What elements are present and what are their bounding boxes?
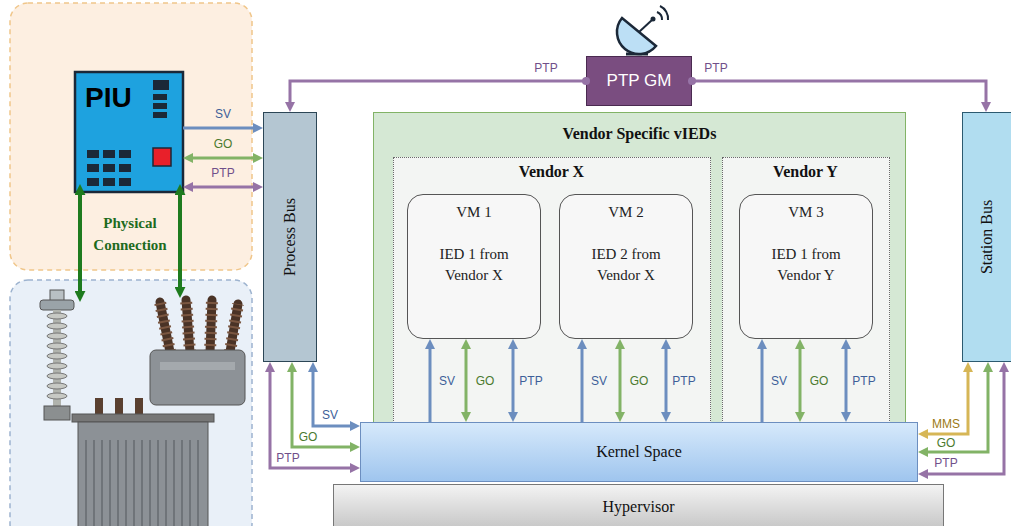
connector-arrow <box>927 371 988 452</box>
connection-label: Physical Connection <box>88 212 172 256</box>
node-title: Process Bus <box>281 198 299 276</box>
satellite-dish <box>617 6 668 54</box>
node-title: PTP GM <box>607 71 672 91</box>
connector-arrow <box>581 348 584 422</box>
node-title: Station Bus <box>978 200 996 274</box>
signal-label: MMS <box>932 417 960 431</box>
signal-label: SV <box>591 374 607 388</box>
node-body: IED 1 from Vendor X <box>424 221 524 338</box>
kernel-layer: Kernel Space <box>360 422 918 482</box>
signal-label: GO <box>937 436 956 450</box>
node-body: IED 1 from Vendor Y <box>756 221 856 338</box>
piu-device: PIU <box>75 72 183 192</box>
node-title: VM 3 <box>788 204 823 221</box>
signal-label: GO <box>810 374 829 388</box>
transformer-symbol <box>72 398 214 526</box>
node-title: Kernel Space <box>596 443 682 461</box>
insulator-symbol <box>40 290 74 420</box>
connector-arrow <box>665 348 668 413</box>
connector-arrow <box>192 157 254 160</box>
signal-label: GO <box>214 137 233 151</box>
connector-arrow <box>619 348 622 413</box>
connector-arrow <box>845 348 848 413</box>
signal-label: SV <box>439 374 455 388</box>
node-title: PIU <box>85 82 132 114</box>
node-body: IED 2 from Vendor X <box>576 221 676 338</box>
connector-arrow <box>692 81 986 103</box>
signal-label: PTP <box>672 374 695 388</box>
vm-box: VM 2IED 2 from Vendor X <box>559 194 693 339</box>
physical-link <box>178 194 182 288</box>
node-title: Vendor Specific vIEDs <box>374 113 905 143</box>
connector-arrow <box>290 81 586 103</box>
signal-label: PTP <box>704 61 727 75</box>
signal-label: SV <box>771 374 787 388</box>
connector-arrow <box>192 186 254 189</box>
node-title: VM 1 <box>456 204 491 221</box>
connector-arrow <box>313 371 351 426</box>
clock-box: PTP GM <box>586 56 692 106</box>
connector-arrow <box>512 348 515 413</box>
node-title: Vendor X <box>394 158 710 181</box>
connector-arrow <box>292 371 351 447</box>
signal-label: PTP <box>519 374 542 388</box>
node-title: VM 2 <box>608 204 643 221</box>
signal-label: PTP <box>211 166 234 180</box>
signal-label: PTP <box>934 456 957 470</box>
connector-arrow <box>927 371 968 434</box>
vm-box: VM 1IED 1 from Vendor X <box>407 194 541 339</box>
node-title: Hypervisor <box>603 498 675 516</box>
connector-arrow <box>270 371 351 468</box>
bus-bar: Station Bus <box>962 112 1011 362</box>
connector-arrow <box>761 348 764 422</box>
physical-link <box>78 194 82 292</box>
bus-bar: Process Bus <box>263 112 317 362</box>
signal-label: SV <box>322 408 338 422</box>
signal-label: PTP <box>276 451 299 465</box>
piu-device-body <box>75 72 183 192</box>
equipment-region <box>10 280 252 526</box>
signal-label: GO <box>299 430 318 444</box>
signal-label: PTP <box>534 61 557 75</box>
signal-label: SV <box>215 107 231 121</box>
hypervisor-layer: Hypervisor <box>333 484 944 526</box>
connector-arrow <box>183 127 254 130</box>
connector-arrow <box>927 371 1004 474</box>
signal-label: PTP <box>852 374 875 388</box>
node-title: Vendor Y <box>723 158 889 181</box>
connector-arrow <box>429 348 432 422</box>
connector-arrow <box>799 348 802 413</box>
device-region <box>10 3 252 270</box>
signal-label: GO <box>630 374 649 388</box>
vm-box: VM 3IED 1 from Vendor Y <box>739 194 873 339</box>
signal-label: GO <box>476 374 495 388</box>
breaker-symbol <box>150 300 245 405</box>
connector-arrow <box>465 348 468 413</box>
